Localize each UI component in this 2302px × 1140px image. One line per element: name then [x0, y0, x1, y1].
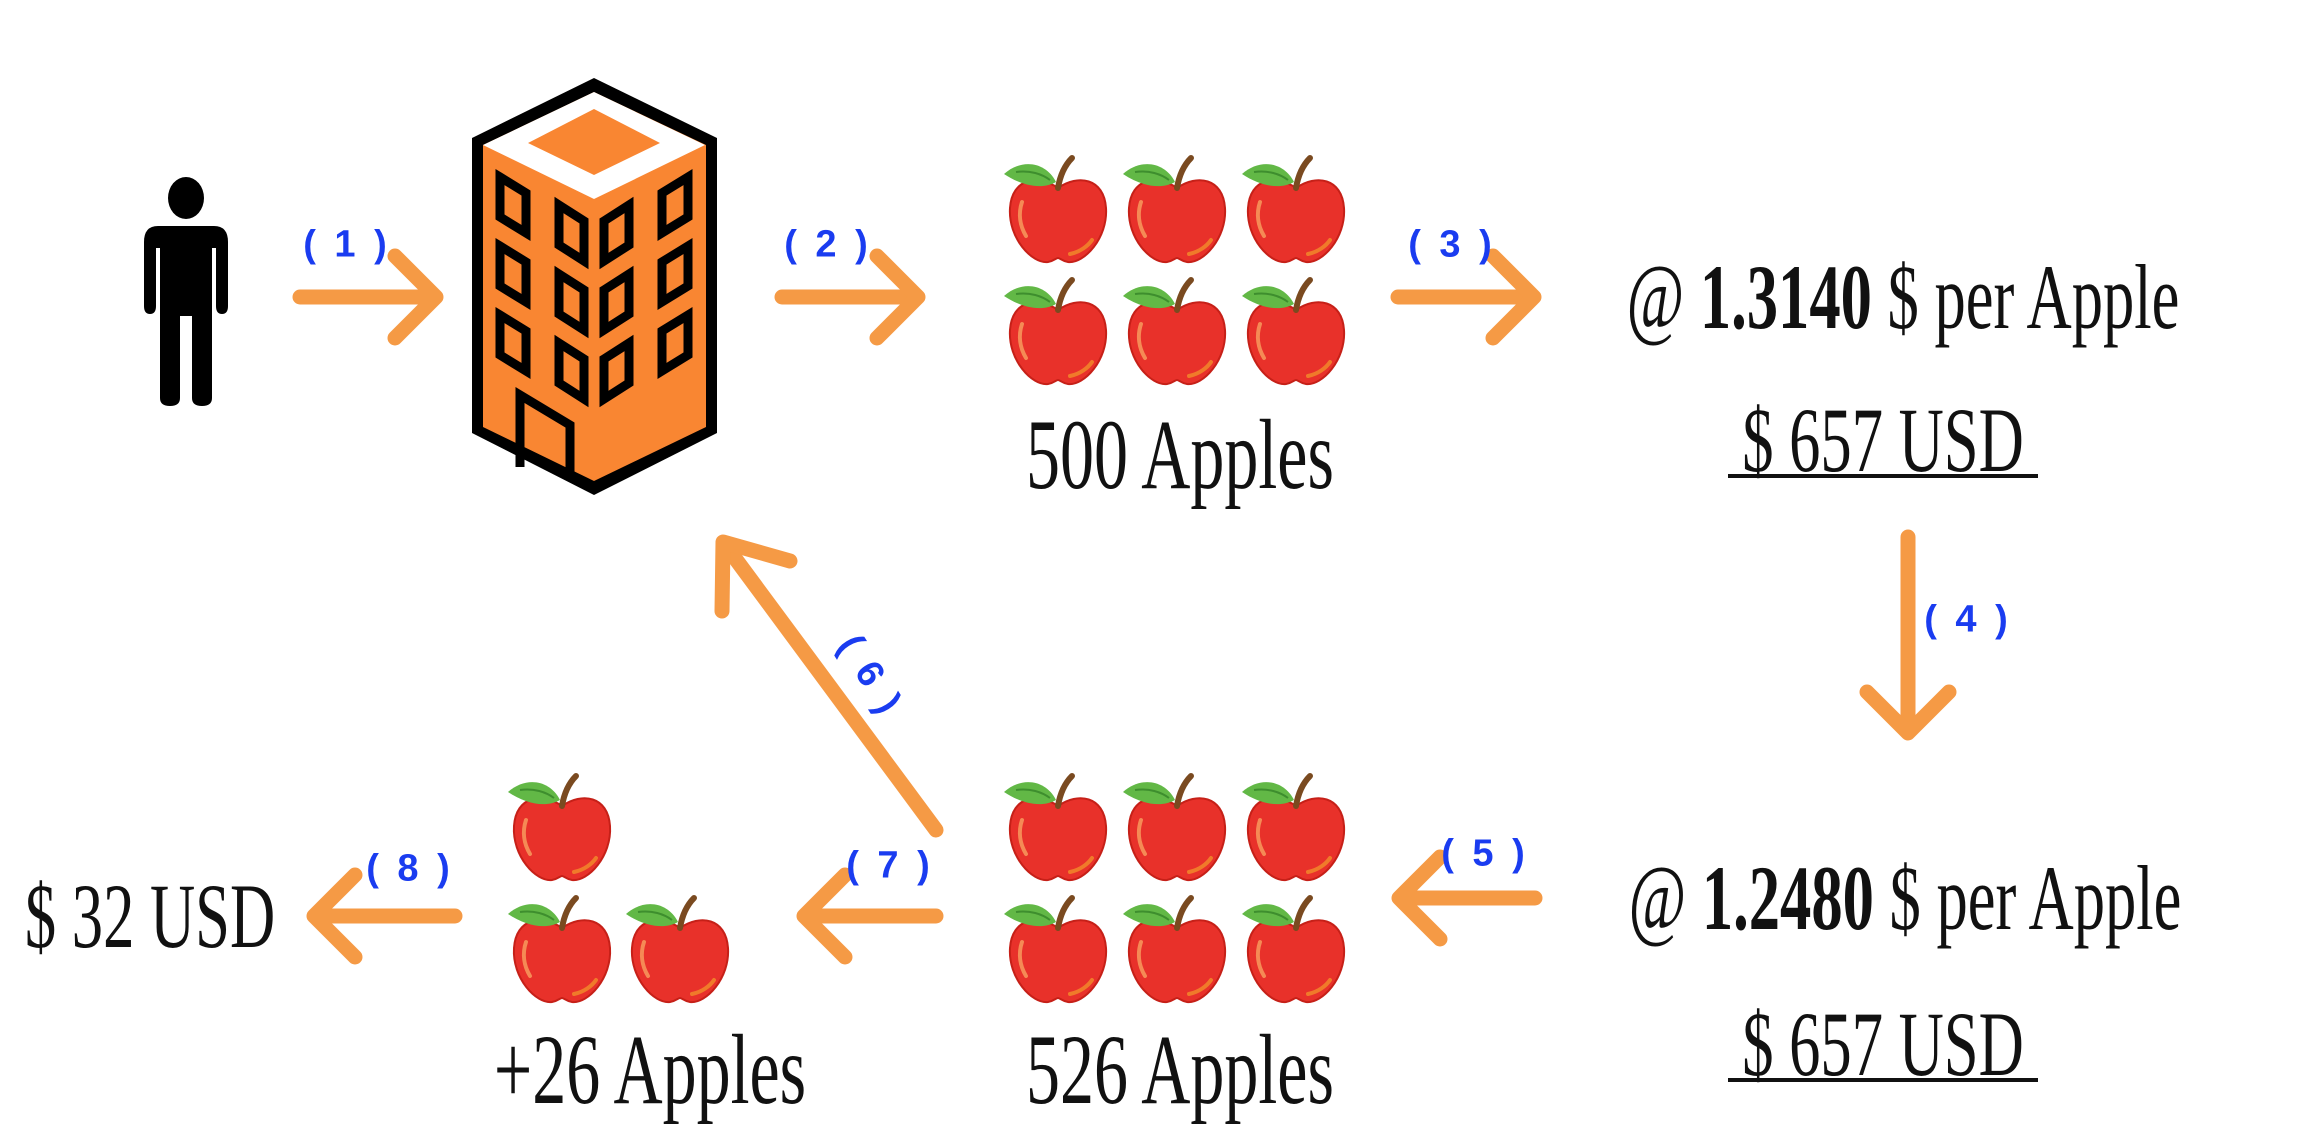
rate-prefix: @ — [1626, 246, 1685, 348]
arrow-1 — [292, 248, 444, 346]
step-label-5: ( 5 ) — [1441, 832, 1529, 875]
arrow-2 — [774, 248, 926, 346]
person-icon — [144, 177, 228, 406]
top-usd-underline — [1728, 474, 2038, 478]
rate-suffix: $ per Apple — [1887, 246, 2180, 348]
rate-value: 1.2480 — [1701, 847, 1874, 949]
result-usd: $ 32 USD — [24, 865, 276, 967]
apples-26-label: +26 Apples — [493, 1014, 807, 1125]
top-rate: @ 1.3140 $ per Apple — [1627, 251, 2180, 343]
arrow-5 — [1391, 849, 1543, 947]
bottom-usd-amount: $ 657 USD — [1742, 993, 2024, 1095]
apples-526-label: 526 Apples — [1026, 1014, 1334, 1125]
arrow-7 — [796, 867, 944, 965]
step-label-1: ( 1 ) — [303, 223, 391, 266]
arrow-4 — [1859, 529, 1957, 741]
apples-500-label: 500 Apples — [1026, 399, 1334, 510]
bottom-rate: @ 1.2480 $ per Apple — [1629, 852, 2182, 944]
step-label-3: ( 3 ) — [1408, 223, 1496, 266]
arrow-6 — [714, 534, 944, 838]
building-icon — [472, 78, 717, 495]
arrow-3 — [1390, 248, 1542, 346]
rate-value: 1.3140 — [1699, 246, 1872, 348]
arrow-8 — [306, 867, 463, 965]
step-label-8: ( 8 ) — [366, 847, 454, 890]
bottom-usd-underline — [1728, 1078, 2038, 1082]
step-label-7: ( 7 ) — [846, 844, 934, 887]
rate-suffix: $ per Apple — [1889, 847, 2182, 949]
step-label-2: ( 2 ) — [784, 223, 872, 266]
step-label-4: ( 4 ) — [1924, 598, 2012, 641]
rate-prefix: @ — [1628, 847, 1687, 949]
top-usd-amount: $ 657 USD — [1742, 389, 2024, 491]
